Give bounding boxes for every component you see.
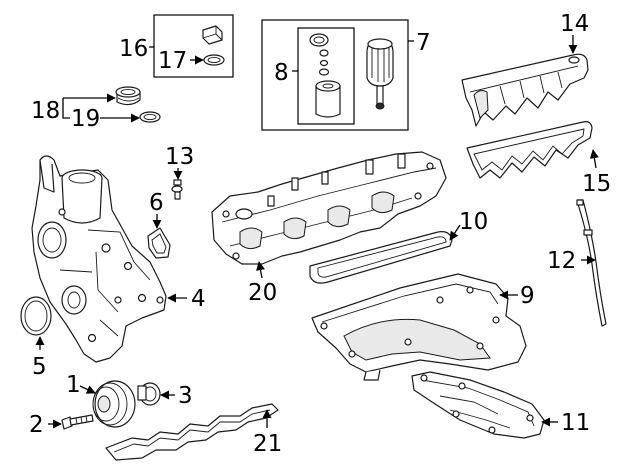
callout-18: 18 <box>31 98 60 124</box>
callout-5: 5 <box>32 354 47 380</box>
callout-16: 16 <box>119 36 148 62</box>
callout-12: 12 <box>547 248 576 274</box>
callout-4: 4 <box>191 286 206 312</box>
callout-2: 2 <box>29 412 44 438</box>
oil-pan <box>311 273 527 381</box>
manifold-gasket <box>309 231 453 284</box>
inset-box-7 <box>261 19 409 131</box>
flange-adapter <box>115 86 141 106</box>
callout-11: 11 <box>561 410 590 436</box>
tensioner-pulley <box>137 382 161 406</box>
timing-cover <box>31 155 167 363</box>
callout-1: 1 <box>66 372 81 398</box>
callout-10: 10 <box>459 209 488 235</box>
leader-15 <box>589 149 599 169</box>
callout-13: 13 <box>165 144 194 170</box>
callout-14: 14 <box>560 11 589 37</box>
leader-1 <box>79 385 96 394</box>
callout-19: 19 <box>71 106 100 132</box>
leader-10 <box>449 224 461 241</box>
callout-21: 21 <box>253 431 282 457</box>
dipstick-tube <box>576 199 607 327</box>
leader-18 <box>62 98 115 119</box>
leader-20 <box>256 261 265 279</box>
inset-box-8 <box>297 27 355 125</box>
callout-17: 17 <box>158 48 187 74</box>
intake-upper-cover <box>461 53 589 127</box>
seal-ring <box>20 296 52 336</box>
cover-gasket <box>466 121 593 179</box>
sensor <box>171 179 183 200</box>
small-cover-plate <box>147 227 171 259</box>
oil-filter-kit <box>309 33 341 118</box>
oil-filter-housing <box>366 38 394 110</box>
inset-box-16 <box>153 14 234 78</box>
intake-manifold <box>211 151 447 265</box>
lower-oil-pan <box>411 371 545 439</box>
crank-pulley <box>92 380 136 428</box>
filler-cap-seal <box>203 54 225 66</box>
callout-9: 9 <box>520 283 535 309</box>
pulley-bolt <box>61 414 94 430</box>
callout-8: 8 <box>274 60 289 86</box>
oil-filler-cap <box>202 25 223 45</box>
callout-7: 7 <box>416 30 431 56</box>
flange-seal <box>139 111 161 123</box>
callout-20: 20 <box>248 280 277 306</box>
callout-15: 15 <box>582 171 611 197</box>
callout-6: 6 <box>149 190 164 216</box>
callout-3: 3 <box>178 383 193 409</box>
long-gasket <box>105 403 279 461</box>
